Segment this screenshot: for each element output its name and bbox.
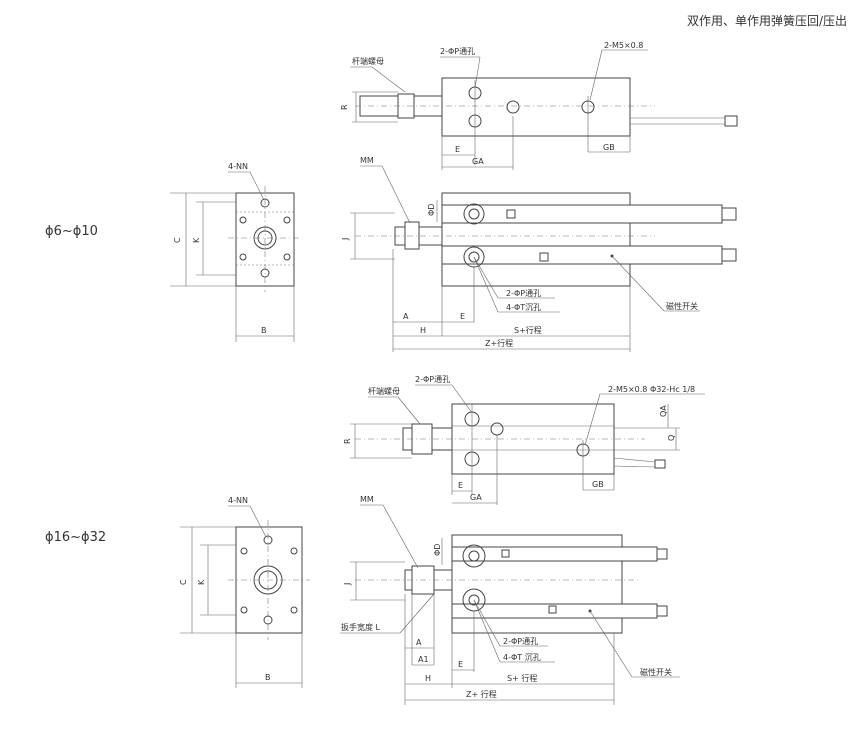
large-dim-B: B: [265, 673, 271, 682]
small-front-switch-end-2: [721, 248, 737, 262]
small-dim-E2: E: [460, 312, 465, 321]
small-dim-S: S+行程: [514, 325, 542, 335]
small-top-body: [441, 77, 631, 137]
small-dim-A: A: [403, 312, 409, 321]
small-dim-B: B: [261, 326, 267, 335]
large-dim-GB: GB: [592, 480, 604, 489]
small-top-through-hole-label: 2-ΦP通孔: [440, 46, 475, 56]
small-top-cable-end: [724, 115, 738, 127]
large-dim-A1: A1: [418, 655, 429, 664]
small-top-view: 杆端螺母 2-ΦP通孔 2-M5×0.8 R E GA GB: [340, 41, 738, 170]
large-dim-D: ΦD: [433, 544, 442, 556]
small-dim-GB: GB: [603, 143, 615, 152]
large-dim-A: A: [416, 638, 422, 647]
large-dim-C: C: [179, 579, 188, 585]
small-dim-K: K: [192, 237, 201, 243]
large-front-wrench-label: 扳手宽度 L: [341, 622, 381, 632]
large-front-through-hole-label: 2-ΦP通孔: [503, 636, 538, 646]
large-dim-E: E: [458, 481, 463, 490]
large-dim-J: J: [343, 583, 352, 586]
large-top-through-hole-label: 2-ΦP通孔: [415, 374, 450, 384]
large-dim-Z: Z+ 行程: [466, 689, 497, 699]
large-front-switch-end-2: [656, 605, 668, 617]
large-front-hole-1: [462, 544, 486, 568]
small-front-switch-label: 磁性开关: [666, 301, 698, 311]
large-front-counterbore-label: 4-ΦT 沉孔: [503, 653, 541, 662]
small-front-counterbore-label: 4-ΦT沉孔: [506, 303, 541, 312]
large-dim-K: K: [197, 579, 206, 585]
small-front-switch-screw-1: [506, 209, 516, 219]
large-front-switch-screw-1: [501, 549, 510, 558]
large-front-switch-end-1: [656, 548, 668, 560]
large-top-cable-end: [654, 459, 666, 469]
large-end-nn-label: 4-NN: [228, 496, 248, 505]
large-top-rod-nut-label: 杆端螺母: [368, 386, 400, 396]
large-dim-Q: Q: [667, 435, 676, 441]
small-front-mm-label: MM: [360, 156, 374, 165]
size-label-small: ϕ6~ϕ10: [45, 224, 98, 239]
large-end-view: 4-NN C K B: [179, 496, 310, 688]
size-label-large: ϕ16~ϕ32: [45, 530, 107, 545]
small-dim-Z: Z+行程: [485, 338, 513, 348]
large-front-switch-label: 磁性开关: [640, 667, 672, 677]
small-front-through-hole-label: 2-ΦP通孔: [506, 288, 541, 298]
small-top-port-label: 2-M5×0.8: [604, 41, 643, 50]
small-dim-H: H: [420, 326, 426, 335]
small-dim-GA: GA: [472, 157, 484, 166]
large-dim-S: S+ 行程: [507, 673, 537, 683]
small-end-nn-label: 4-NN: [228, 162, 248, 171]
large-top-view: QA Q R 杆端螺母 2-ΦP通孔 2-M5×0.8 Φ32-Hc 1/8 E…: [343, 374, 705, 505]
large-top-port-label: 2-M5×0.8 Φ32-Hc 1/8: [608, 385, 695, 394]
large-dim-E: E: [458, 660, 463, 669]
large-front-view: 磁性开关 MM ΦD J 扳手宽度 L 2-ΦP通孔 4-ΦT 沉孔 A A1 …: [340, 495, 680, 705]
small-dim-C: C: [173, 237, 182, 243]
large-dim-QA: QA: [659, 405, 668, 417]
small-dim-R: R: [340, 104, 349, 110]
large-dim-H: H: [425, 674, 431, 683]
small-front-switch-screw-2: [539, 252, 549, 262]
small-top-rod-nut-label: 杆端螺母: [352, 56, 384, 66]
small-front-switch-end-1: [721, 207, 737, 221]
small-front-view: 磁性开关 MM ΦD J 2-ΦP通孔 4-ΦT沉孔 A H E S+行程 Z+…: [341, 156, 737, 352]
small-end-view: 4-NN C K B: [170, 162, 302, 342]
small-top-port-1: [506, 100, 520, 114]
large-dim-R: R: [343, 438, 352, 444]
small-front-hole-1: [463, 203, 485, 225]
small-front-rod-nut: [404, 221, 420, 250]
small-dim-E: E: [455, 145, 460, 154]
large-front-mm-label: MM: [360, 495, 374, 504]
page-title: 双作用、单作用弹簧压回/压出: [686, 14, 847, 28]
large-front-switch-screw-2: [548, 605, 557, 614]
small-dim-J: J: [341, 238, 350, 241]
small-dim-D: ΦD: [427, 204, 436, 216]
large-dim-GA: GA: [470, 493, 482, 502]
